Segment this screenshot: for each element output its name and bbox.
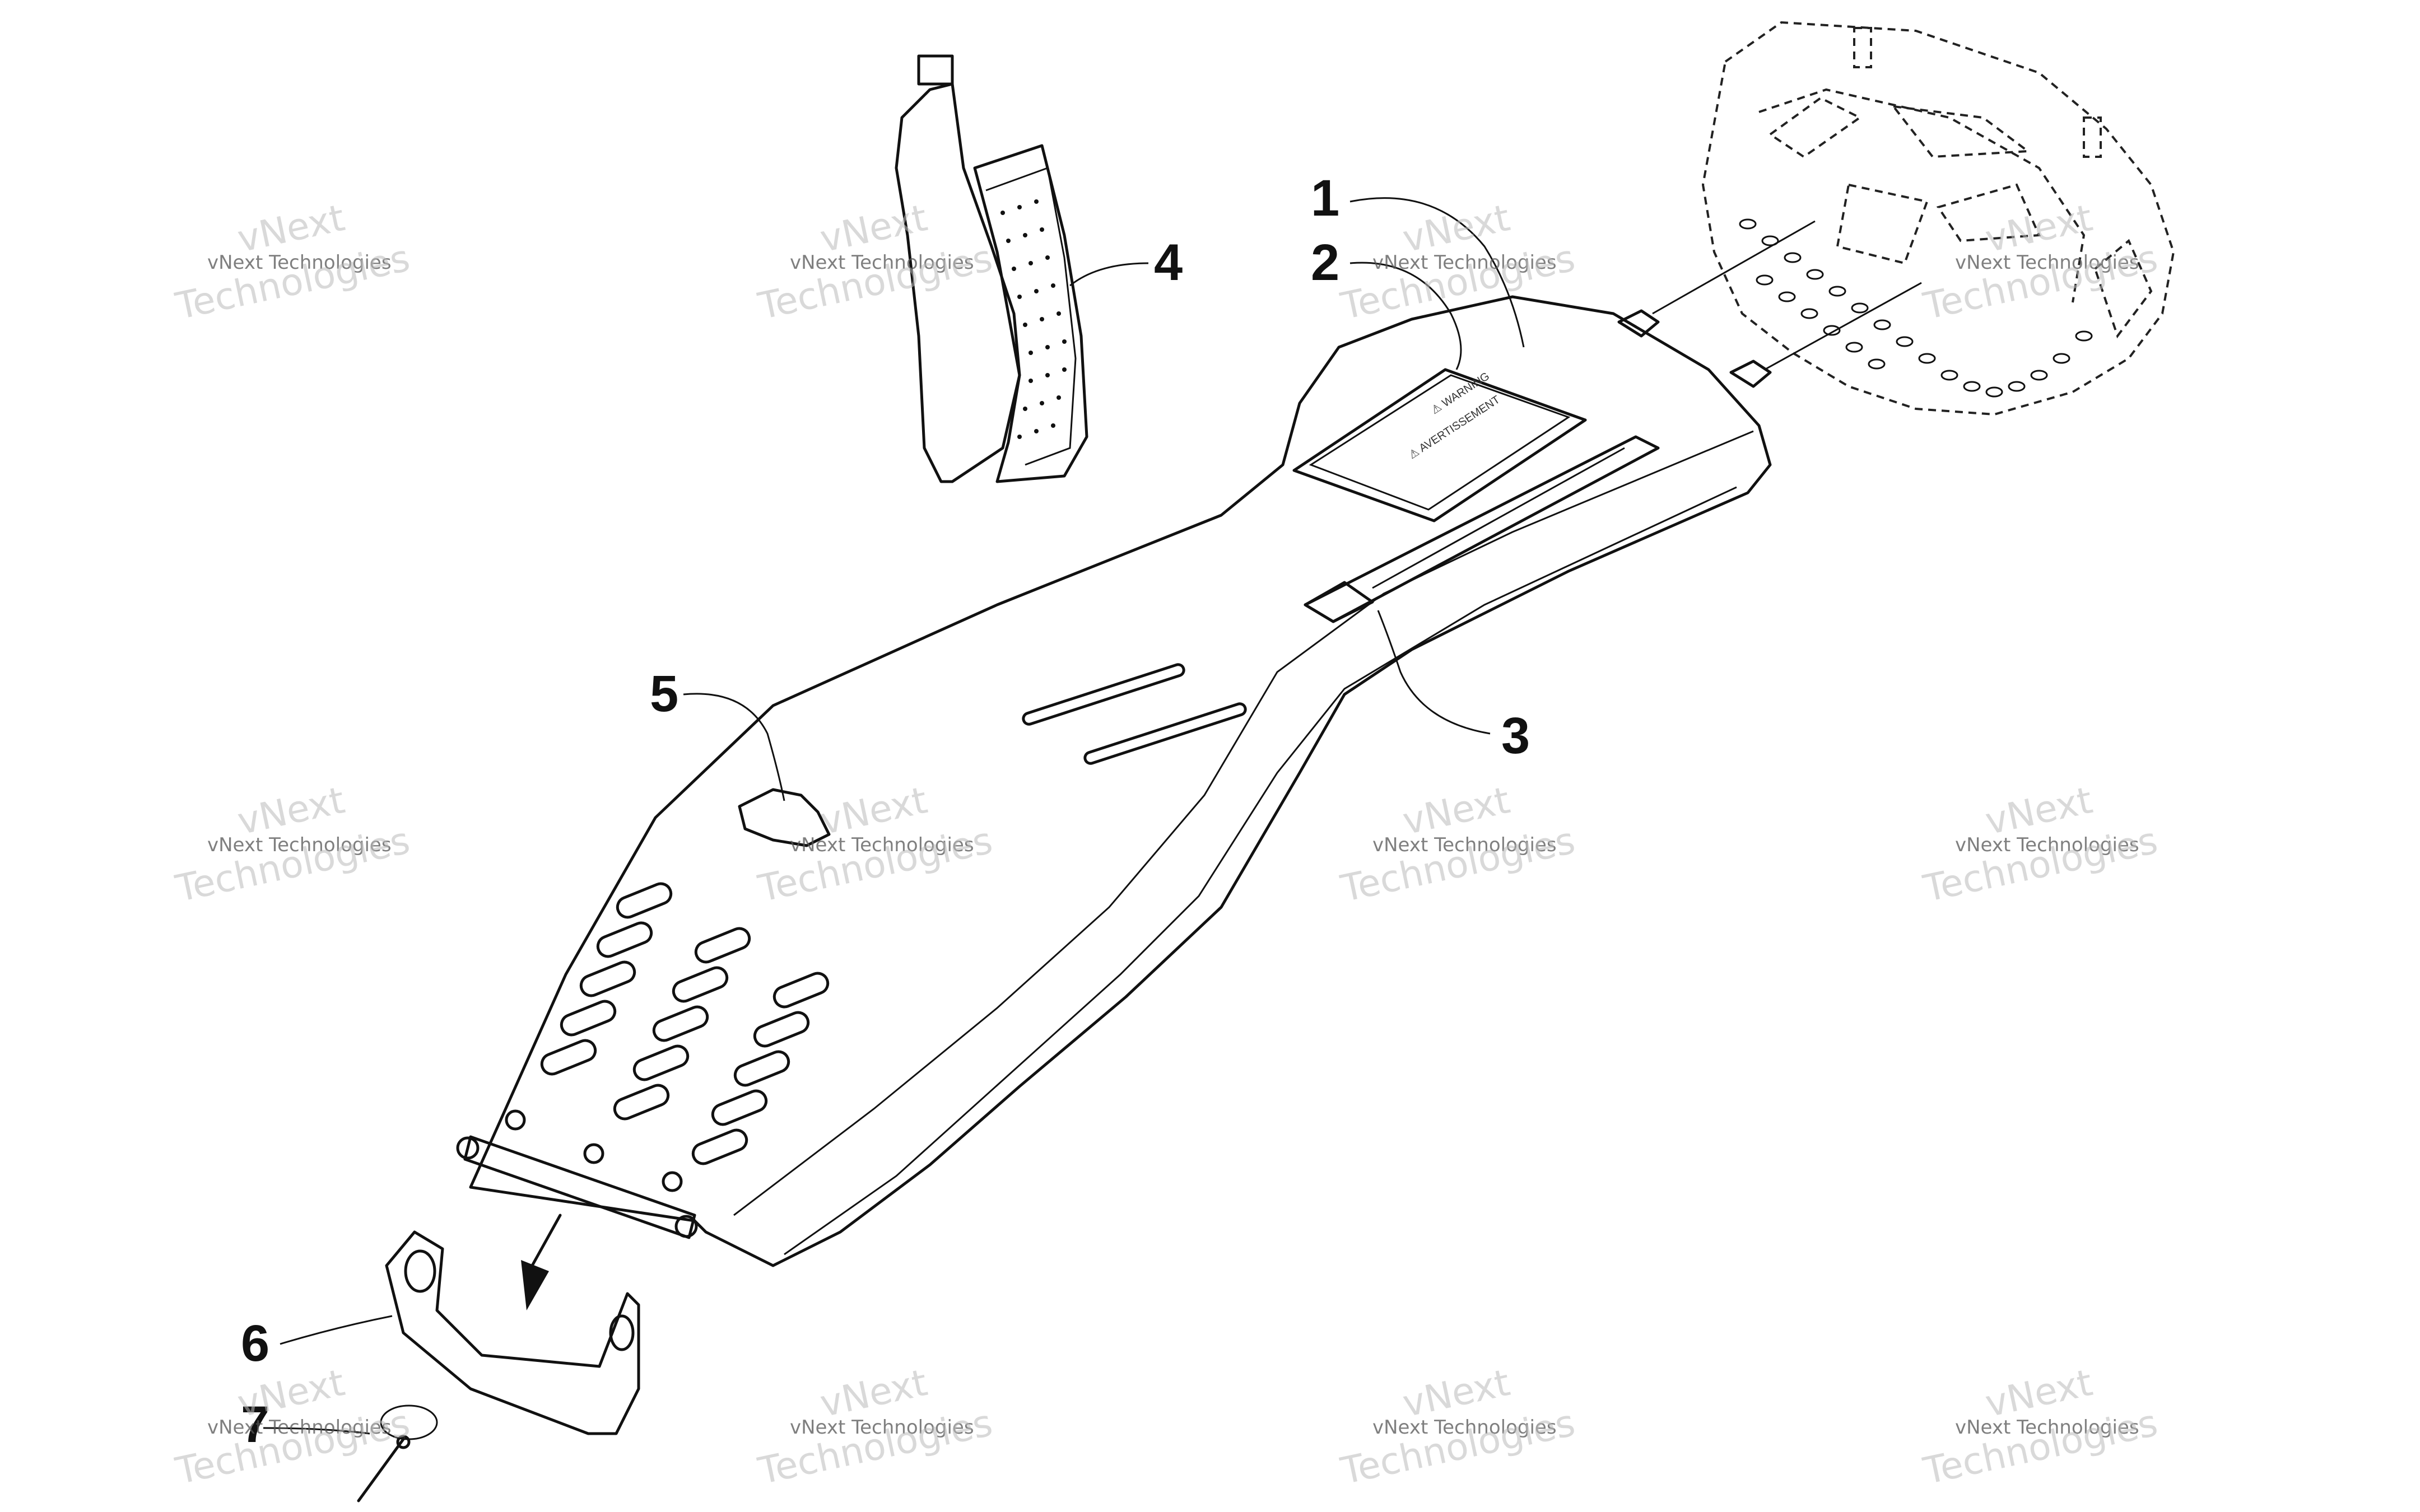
svg-text:vNext Technologies: vNext Technologies (1955, 834, 2139, 856)
watermark-tile: vNext vNext Technologies Technologies (754, 778, 996, 911)
watermark-tile: vNext vNext Technologies Technologies (754, 196, 996, 328)
alignment-line-lower (1764, 282, 1922, 371)
watermark-tile: vNext vNext Technologies Technologies (1919, 1361, 2161, 1493)
tow-bracket (385, 1230, 640, 1435)
svg-text:vNext Technologies: vNext Technologies (1372, 251, 1557, 274)
alignment-line-upper (1652, 220, 1816, 315)
svg-text:vNext Technologies: vNext Technologies (207, 1416, 392, 1439)
brand-decal (1304, 435, 1660, 623)
vent-slots (540, 882, 830, 1165)
callout-4: 4 (1154, 234, 1183, 291)
svg-text:vNext Technologies: vNext Technologies (1372, 1416, 1557, 1439)
engine-perforations (1739, 218, 2093, 398)
watermark-tile: vNext vNext Technologies Technologies (171, 778, 413, 911)
callout-1: 1 (1311, 170, 1339, 227)
foot-panel (895, 54, 1088, 483)
engine-chassis-outline (1701, 21, 2175, 416)
foot-panel-grip-texture (1000, 199, 1067, 439)
svg-text:vNext Technologies: vNext Technologies (1955, 251, 2139, 274)
warning-decal: ⚠ WARNING ⚠ AVERTISSEMENT (1292, 368, 1587, 522)
watermark-tile: vNext vNext Technologies Technologies (171, 1361, 413, 1493)
watermark-tile: vNext vNext Technologies Technologies (1919, 196, 2161, 328)
watermark-tile: vNext vNext Technologies Technologies (171, 196, 413, 328)
callout-7: 7 (241, 1396, 269, 1453)
callout-5: 5 (650, 665, 678, 722)
watermark-tile: vNext vNext Technologies Technologies (754, 1361, 996, 1493)
mounting-pins (1617, 309, 1772, 388)
skid-plate (456, 295, 1772, 1267)
watermark-tile: vNext vNext Technologies Technologies (1919, 778, 2161, 911)
svg-text:vNext Technologies: vNext Technologies (790, 1416, 974, 1439)
watermark-grid: vNext vNext Technologies Technologies vN… (171, 196, 2161, 1493)
svg-text:vNext Technologies: vNext Technologies (790, 834, 974, 856)
svg-text:vNext Technologies: vNext Technologies (1372, 834, 1557, 856)
svg-text:vNext Technologies: vNext Technologies (207, 251, 392, 274)
callout-3: 3 (1501, 707, 1530, 764)
watermark-tile: vNext vNext Technologies Technologies (1337, 1361, 1579, 1493)
hinge-bar (456, 1109, 698, 1239)
assembly-arrow (521, 1214, 562, 1310)
leader-lines (263, 197, 1525, 1435)
rivet-and-washer (357, 1404, 438, 1502)
svg-text:vNext Technologies: vNext Technologies (207, 834, 392, 856)
watermark-tile: vNext vNext Technologies Technologies (1337, 778, 1579, 911)
callout-6: 6 (241, 1315, 269, 1372)
svg-text:vNext Technologies: vNext Technologies (1955, 1416, 2139, 1439)
callout-2: 2 (1311, 234, 1339, 291)
svg-text:vNext Technologies: vNext Technologies (790, 251, 974, 274)
